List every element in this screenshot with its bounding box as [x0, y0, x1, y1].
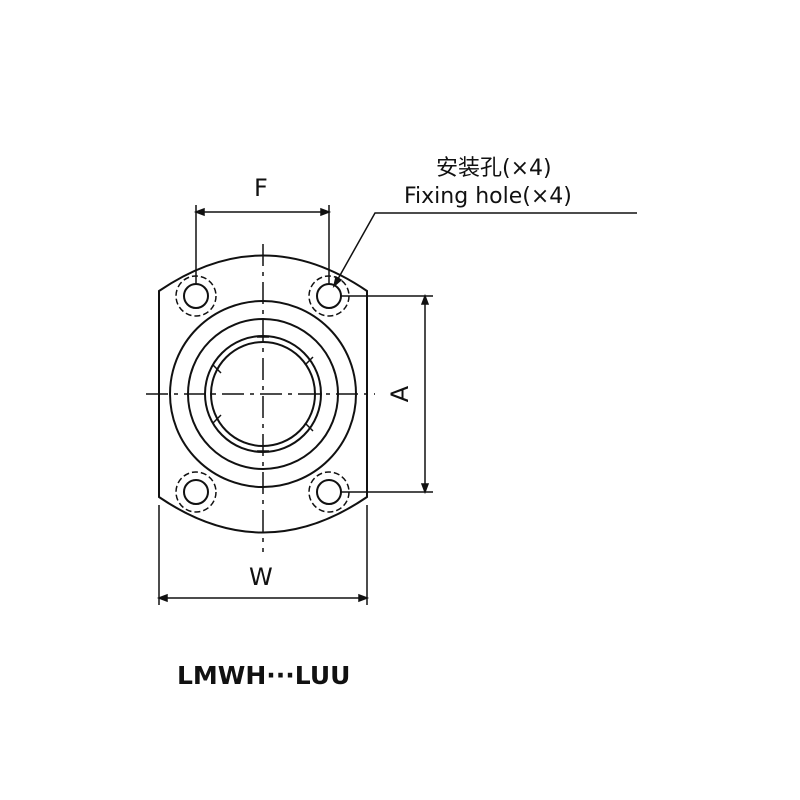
bore-circle — [210, 341, 316, 447]
dimension-a — [341, 293, 433, 495]
dimension-f-label: F — [254, 174, 268, 202]
dimension-f — [193, 205, 332, 284]
boss-outer-circle — [169, 300, 357, 488]
fixing-hole-label-en: Fixing hole(×4) — [404, 184, 572, 209]
hole-leader — [332, 212, 637, 289]
boss-inner-circle — [187, 318, 339, 470]
dimension-w — [156, 505, 370, 605]
dimension-w-label: W — [249, 563, 273, 591]
ball-tracks — [212, 336, 314, 452]
fixing-hole-label-cn: 安装孔(×4) — [436, 156, 552, 181]
flange-outline — [158, 254, 368, 534]
center-lines — [146, 244, 375, 552]
model-name: LMWH···LUU — [177, 661, 351, 690]
bearing-ring — [204, 335, 322, 453]
dimension-a-label: A — [386, 385, 415, 403]
